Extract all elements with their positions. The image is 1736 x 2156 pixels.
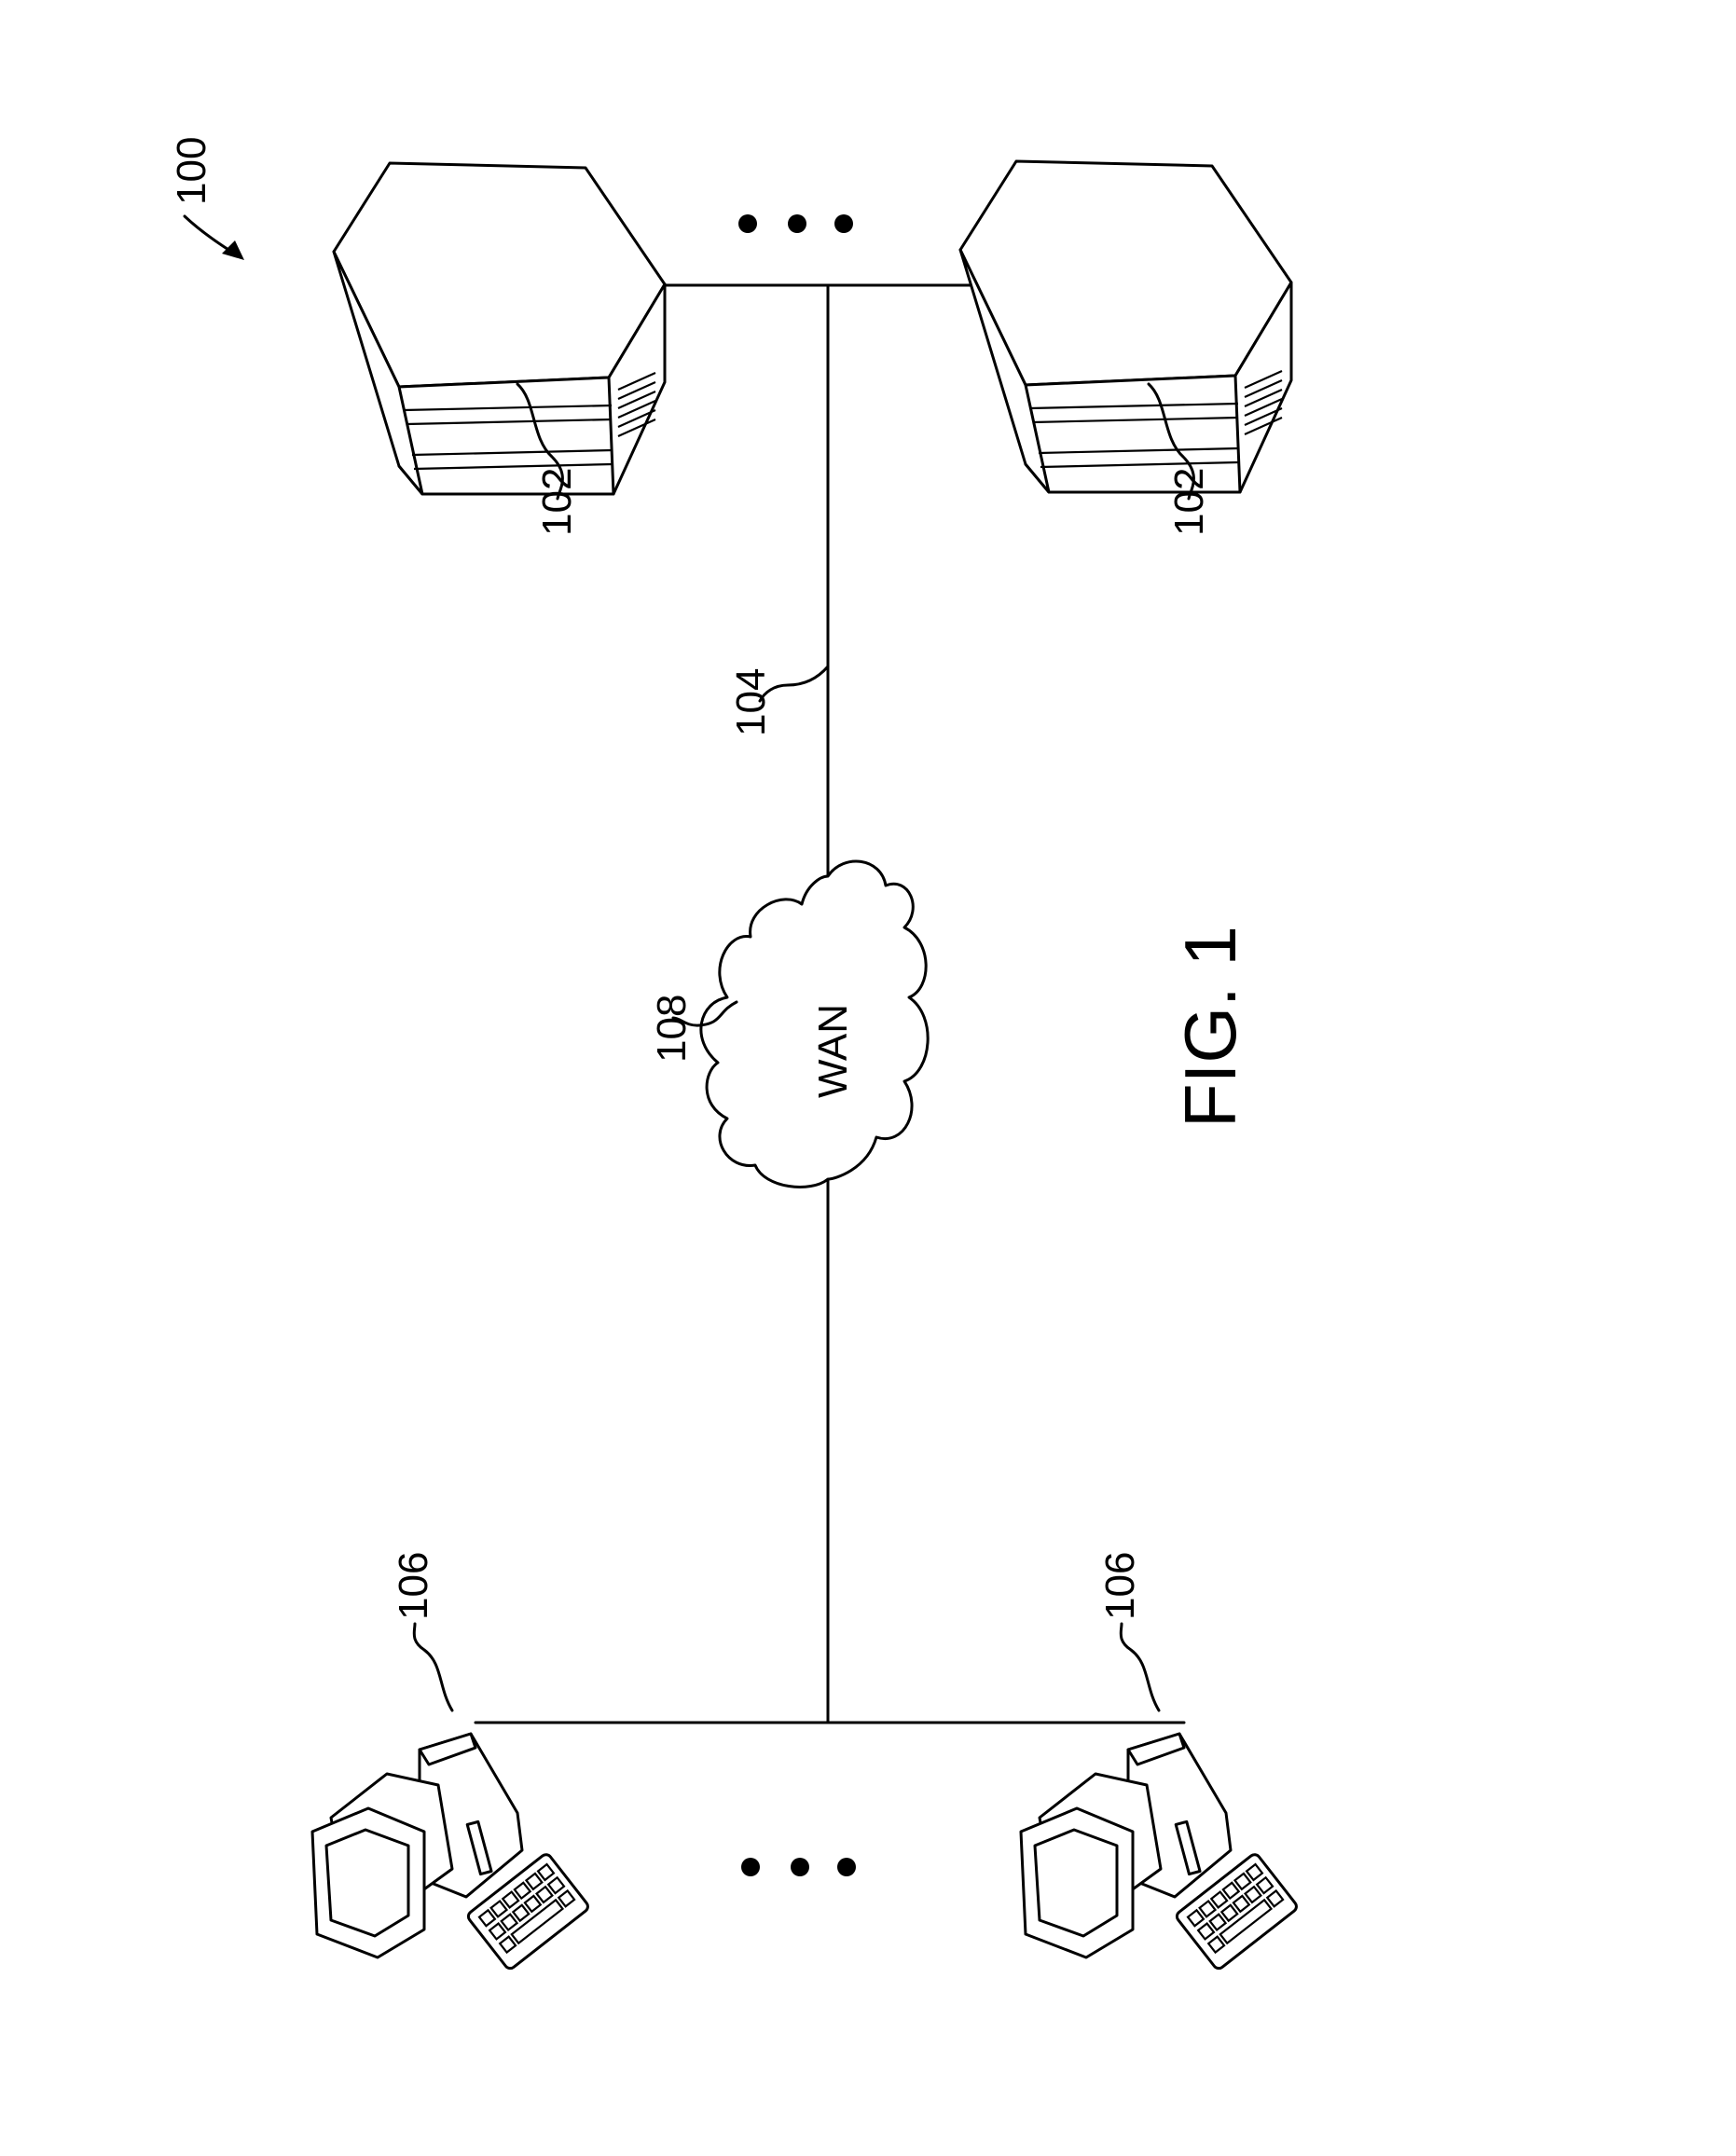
system-ref-label: 100 — [169, 137, 214, 205]
wan-label: WAN — [810, 1004, 856, 1098]
client-1-ref-label: 106 — [391, 1552, 436, 1620]
server-102-top[interactable] — [334, 163, 665, 494]
client-2-ref-label: 106 — [1097, 1552, 1143, 1620]
system-arrow — [185, 216, 244, 260]
server-2-ref-label: 102 — [1166, 468, 1212, 536]
line-104-ref-label: 104 — [728, 668, 774, 736]
figure-caption: FIG. 1 — [1169, 926, 1251, 1128]
client-ellipsis — [741, 1858, 856, 1876]
client-106-top[interactable] — [312, 1734, 590, 1971]
server-1-ref-label: 102 — [534, 468, 580, 536]
server-ellipsis — [738, 214, 853, 233]
client-1-leader — [414, 1624, 452, 1710]
wan-ref-label: 108 — [649, 995, 695, 1063]
server-102-bottom[interactable] — [960, 161, 1291, 492]
client-106-bottom[interactable] — [1021, 1734, 1299, 1971]
client-2-leader — [1121, 1624, 1159, 1710]
